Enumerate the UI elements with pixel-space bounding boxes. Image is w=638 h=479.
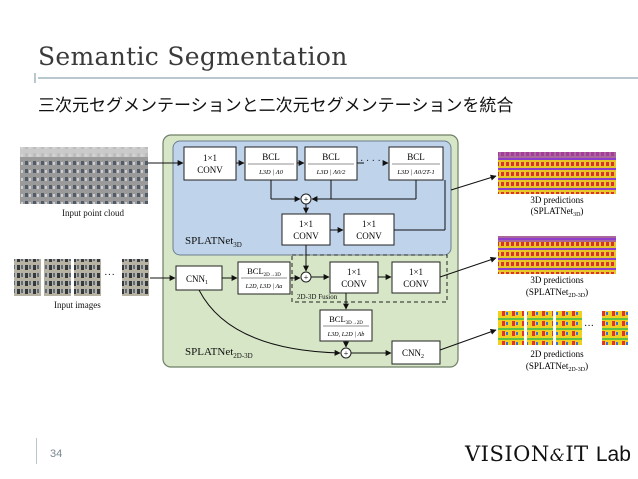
input-images-label: Input images (54, 300, 101, 310)
conv-box-top: 1×1 CONV (183, 146, 237, 181)
pred-3d-a-line2: (SPLATNet3D) (531, 206, 584, 218)
bcl-2d3d-box: BCL2D→3D L2D, L3D | Λa (237, 261, 291, 295)
splatnet3d-label: SPLATNet3D (185, 235, 242, 249)
title-rule (38, 77, 638, 79)
logo-ampersand: & (549, 446, 566, 466)
svg-text:BCL: BCL (322, 152, 340, 162)
pred-2d-images (498, 311, 628, 345)
input-images-ellipsis: ··· (104, 269, 115, 281)
svg-text:1×1: 1×1 (362, 219, 376, 229)
bcl-box-2: BCL L3D | Λ0/2 (304, 146, 358, 181)
svg-text:1×1: 1×1 (299, 219, 313, 229)
bcl-dots: · · · · (360, 156, 381, 167)
fusion-conv-box-2: 1×1 CONV (391, 261, 441, 294)
input-point-cloud-image (20, 147, 148, 204)
fusion-conv-box-1: 1×1 CONV (329, 261, 379, 294)
svg-text:L3D | Λ0/2: L3D | Λ0/2 (316, 169, 347, 176)
logo-part-lab: Lab (595, 443, 631, 466)
conv-box-mid-1: 1×1 CONV (281, 213, 331, 246)
slide-subtitle: 三次元セグメンテーションと二次元セグメンテーションを統合 (38, 96, 514, 116)
input-point-cloud-label: Input point cloud (62, 208, 124, 218)
title-rule-tick (34, 73, 36, 83)
vision-it-lab-logo: VISION&IT Lab (465, 442, 631, 467)
bcl-box-1: BCL L3D | Λ0 (244, 146, 298, 181)
svg-text:L3D | Λ0: L3D | Λ0 (258, 169, 284, 176)
pred-2d-line2: (SPLATNet2D-3D) (526, 361, 588, 373)
pred-3d-b-line1: 3D predictions (530, 275, 584, 285)
pred-3d-b-image (498, 236, 616, 274)
svg-text:L3D | Λ0/2T-1: L3D | Λ0/2T-1 (396, 169, 434, 176)
svg-text:L3D, L2D | Λb: L3D, L2D | Λb (327, 331, 365, 338)
logo-part-it: IT (565, 442, 589, 466)
slide-title: Semantic Segmentation (38, 42, 348, 71)
cnn2-box: CNN2 (391, 340, 441, 365)
svg-text:L2D, L3D | Λa: L2D, L3D | Λa (245, 283, 283, 290)
pred-2d-line1: 2D predictions (530, 349, 584, 359)
concat-symbol-fusion: + (304, 273, 309, 282)
svg-text:CONV: CONV (356, 231, 382, 241)
conv-box-mid-2: 1×1 CONV (343, 213, 395, 246)
svg-text:CONV: CONV (197, 165, 223, 175)
cnn1-box: CNN1 (175, 265, 223, 291)
concat-symbol-top: + (304, 195, 309, 204)
bcl-3d2d-box: BCL3D→2D L3D, L2D | Λb (319, 309, 373, 342)
svg-text:CONV: CONV (341, 279, 367, 289)
connection-arrows (148, 160, 497, 356)
pred-2d-ellipsis: ··· (584, 321, 594, 332)
bcl-box-3: BCL L3D | Λ0/2T-1 (388, 146, 444, 181)
svg-text:1×1: 1×1 (347, 267, 361, 277)
svg-text:BCL: BCL (407, 152, 425, 162)
svg-text:1×1: 1×1 (409, 267, 423, 277)
logo-part-vision: VISION (465, 442, 550, 466)
svg-text:BCL: BCL (262, 152, 280, 162)
svg-text:1×1: 1×1 (203, 153, 217, 163)
svg-text:CONV: CONV (293, 231, 319, 241)
pred-3d-a-image (498, 152, 616, 194)
pred-3d-b-line2: (SPLATNet2D-3D) (526, 287, 588, 299)
concat-symbol-bottom: + (344, 349, 349, 358)
svg-text:CONV: CONV (403, 279, 429, 289)
fusion-label: 2D-3D Fusion (297, 293, 338, 301)
pred-3d-a-line1: 3D predictions (530, 195, 584, 205)
page-number-bar (36, 438, 37, 464)
input-images (14, 259, 149, 296)
page-number: 34 (50, 448, 63, 460)
svg-text:CNN2: CNN2 (402, 348, 424, 360)
svg-text:CNN1: CNN1 (186, 274, 208, 286)
